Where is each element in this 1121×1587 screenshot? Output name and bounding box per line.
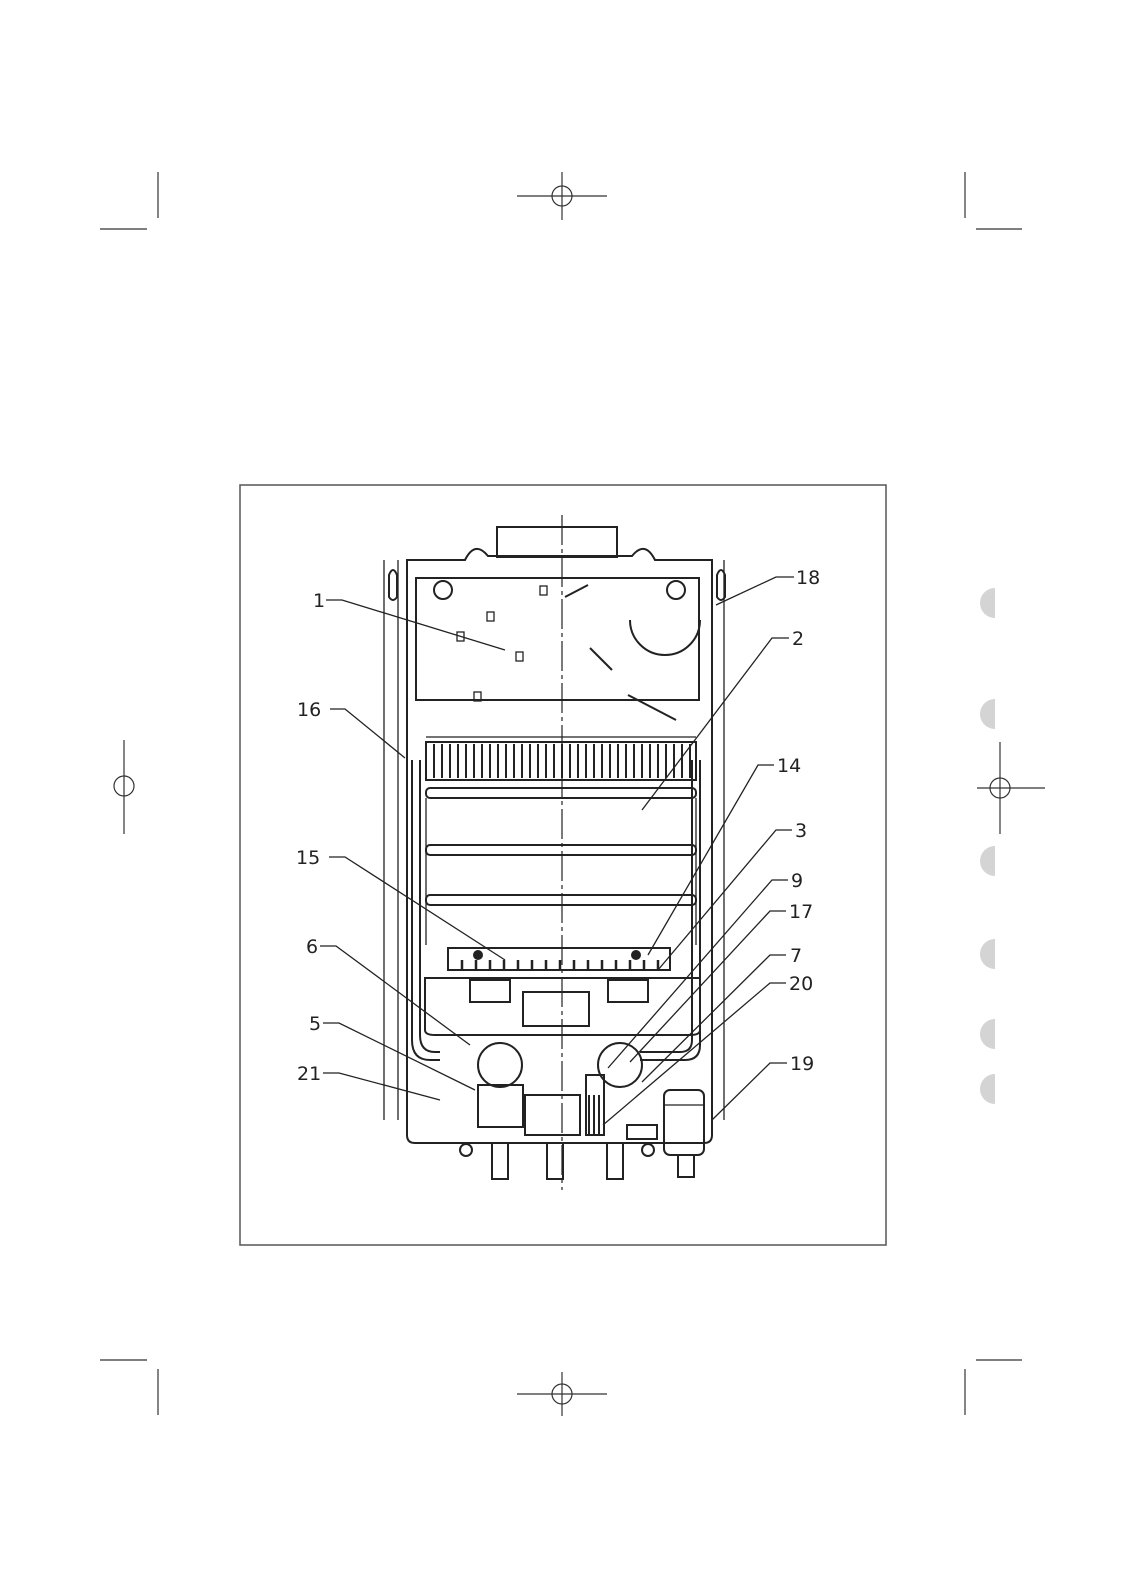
registration-mark-right — [977, 742, 1045, 834]
thumb-index-tabs — [980, 588, 995, 1104]
callout-14: 14 — [777, 755, 801, 777]
callout-21: 21 — [297, 1063, 321, 1085]
registration-mark-left — [114, 740, 134, 834]
callout-9: 9 — [791, 870, 803, 892]
callout-17: 17 — [789, 901, 813, 923]
callout-15: 15 — [296, 847, 320, 869]
callout-20: 20 — [789, 973, 813, 995]
callout-5: 5 — [309, 1013, 321, 1035]
callout-19: 19 — [790, 1053, 814, 1075]
callout-2: 2 — [792, 628, 804, 650]
callout-7: 7 — [790, 945, 802, 967]
callout-1: 1 — [313, 590, 325, 612]
crop-marks — [100, 172, 1022, 1415]
callout-6: 6 — [306, 936, 318, 958]
leader-lines — [320, 577, 794, 1125]
water-heater-drawing — [384, 515, 725, 1190]
registration-mark-top — [517, 172, 607, 220]
diagram-frame — [240, 485, 886, 1245]
registration-mark-bottom — [517, 1372, 607, 1416]
callout-16: 16 — [297, 699, 321, 721]
callout-3: 3 — [795, 820, 807, 842]
callout-18: 18 — [796, 567, 820, 589]
